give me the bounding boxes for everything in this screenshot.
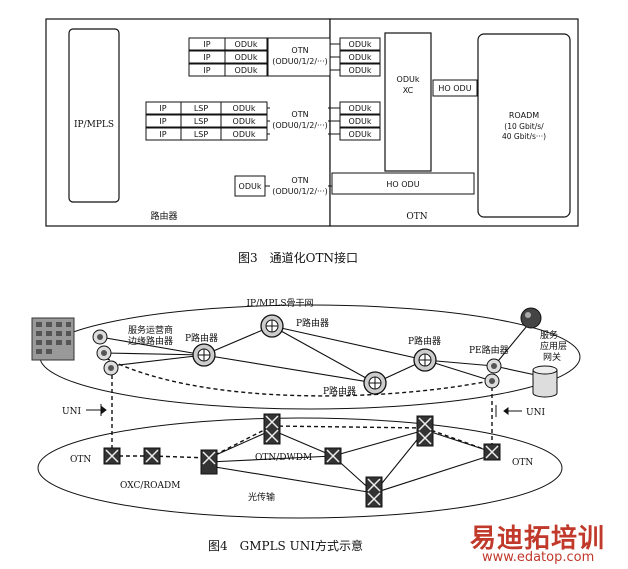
p-router-label-2: P路由器 (296, 317, 329, 329)
svg-text:ODUk: ODUk (349, 53, 372, 62)
svg-text:ODUk: ODUk (349, 117, 372, 126)
otn-label-left: OTN (70, 455, 91, 465)
gateway-sphere-icon (520, 307, 542, 329)
svg-text:ODUk: ODUk (235, 53, 258, 62)
svg-text:OTN: OTN (291, 110, 308, 119)
svg-text:ODUk: ODUk (233, 117, 256, 126)
ipmpls-box (68, 28, 120, 203)
router-label: 路由器 (150, 210, 177, 222)
svg-text:IP: IP (203, 53, 210, 62)
fig3-diagram: IP/MPLS 路由器 OTN IP ODUk IP ODUk IP ODUk … (45, 18, 579, 227)
p-router-label-3: P路由器 (323, 385, 356, 397)
roadm-box (477, 33, 571, 218)
svg-text:XC: XC (403, 86, 414, 95)
svg-text:LSP: LSP (194, 130, 209, 139)
otn-label: OTN (406, 212, 427, 222)
svg-text:ROADM: ROADM (509, 111, 539, 120)
fig4-caption: 图4 GMPLS UNI方式示意 (208, 539, 363, 553)
ip-links (99, 320, 546, 384)
otn-switch-icon (103, 413, 501, 508)
svg-text:OTN: OTN (291, 176, 308, 185)
svg-text:40 Gbit/s···): 40 Gbit/s···) (502, 132, 546, 141)
otn-ellipse (37, 417, 563, 519)
svg-text:ODUk: ODUk (239, 182, 262, 191)
pe-router-label: PE路由器 (469, 344, 509, 356)
svg-text:(10 Gbit/s/: (10 Gbit/s/ (504, 122, 544, 131)
watermark-url: www.edatop.com (482, 550, 595, 565)
svg-text:ODUk: ODUk (235, 40, 258, 49)
service-gw-label-2: 应用层 (540, 340, 567, 352)
oxc-roadm-label: OXC/ROADM (120, 481, 180, 491)
svg-text:IP: IP (159, 130, 166, 139)
svg-text:HO ODU: HO ODU (386, 180, 419, 189)
ip-oduk-group-1: IP ODUk IP ODUk IP ODUk OTN (ODU0/1/2/··… (188, 37, 381, 77)
p-router-icon (192, 314, 437, 395)
svg-text:ODUk: ODUk (349, 66, 372, 75)
svg-text:HO ODU: HO ODU (438, 84, 471, 93)
fig3-caption: 图3 通道化OTN接口 (238, 251, 358, 265)
watermark-brand: 易迪拓培训 (470, 524, 606, 554)
ho-odu-box (432, 79, 478, 97)
svg-text:ODUk: ODUk (349, 130, 372, 139)
router-icon (92, 329, 119, 376)
svg-text:IP: IP (203, 66, 210, 75)
pe-router-icon (484, 358, 502, 389)
database-icon (532, 365, 558, 398)
svg-text:(ODU0/1/2/···): (ODU0/1/2/···) (272, 57, 328, 66)
svg-text:(ODU0/1/2/···): (ODU0/1/2/···) (272, 121, 328, 130)
svg-text:IP: IP (159, 117, 166, 126)
oduk-xc-box (384, 32, 432, 172)
svg-text:IP: IP (203, 40, 210, 49)
otn-links (208, 429, 493, 494)
svg-text:ODUk: ODUk (235, 66, 258, 75)
service-gw-label-1: 服务 (540, 329, 558, 341)
svg-text:ODUk: ODUk (397, 75, 420, 84)
svg-text:ODUk: ODUk (233, 104, 256, 113)
operator-edge-label-1: 服务运营商 (128, 324, 173, 336)
svg-text:ODUk: ODUk (233, 130, 256, 139)
uni-label-right: UNI (526, 408, 545, 418)
service-gw-label-3: 网关 (543, 351, 561, 363)
oduk-ho-group-3: ODUk OTN (ODU0/1/2/···) HO ODU (234, 172, 475, 202)
svg-text:IP: IP (159, 104, 166, 113)
fig4-diagram: IP/MPLS骨干网 (31, 298, 581, 519)
otn-dwdm-label: OTN/DWDM (255, 453, 312, 463)
svg-text:ODUk: ODUk (349, 40, 372, 49)
uni-label-left: UNI (62, 407, 81, 417)
backbone-label: IP/MPLS骨干网 (246, 298, 313, 309)
ipmpls-label: IP/MPLS (74, 120, 114, 130)
otn-label-right: OTN (512, 458, 533, 468)
svg-text:LSP: LSP (194, 104, 209, 113)
operator-edge-label-2: 边缘路由器 (128, 335, 173, 347)
svg-text:OTN: OTN (291, 46, 308, 55)
svg-text:(ODU0/1/2/···): (ODU0/1/2/···) (272, 187, 328, 196)
p-router-label-1: P路由器 (185, 332, 218, 344)
p-router-label-4: P路由器 (408, 335, 441, 347)
uni-markers (86, 404, 522, 417)
ip-lsp-oduk-group-2: IP LSP ODUk IP LSP ODUk IP LSP ODUk OTN … (145, 101, 381, 141)
svg-text:ODUk: ODUk (349, 104, 372, 113)
svg-text:LSP: LSP (194, 117, 209, 126)
optical-transport-label: 光传输 (248, 491, 275, 503)
building-icon (31, 317, 75, 361)
